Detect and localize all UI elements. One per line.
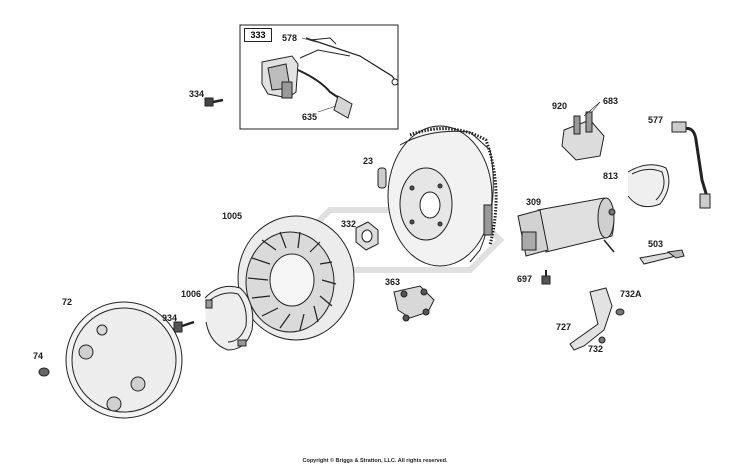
leader-635 <box>317 105 337 113</box>
label-727: 727 <box>556 322 572 332</box>
nut-732 <box>598 336 606 344</box>
flywheel-nut <box>355 221 379 251</box>
label-920: 920 <box>552 101 568 111</box>
label-309: 309 <box>526 197 542 207</box>
label-72: 72 <box>62 297 73 307</box>
label-1006: 1006 <box>181 289 202 299</box>
screw-697 <box>541 270 551 285</box>
fan-retainer <box>393 285 435 322</box>
starter-cable <box>671 121 711 209</box>
copyright-notice: Copyright © Briggs & Stratton, LLC. All … <box>302 458 448 464</box>
label-683: 683 <box>603 96 619 106</box>
ground-lead-wire <box>305 37 399 86</box>
label-934: 934 <box>162 313 178 323</box>
bracket-503 <box>639 249 685 265</box>
label-503: 503 <box>648 239 664 249</box>
label-23: 23 <box>363 156 374 166</box>
screw-74 <box>38 367 50 377</box>
label-577: 577 <box>648 115 664 125</box>
bracket-727 <box>569 287 613 351</box>
label-697: 697 <box>517 274 533 284</box>
label-74: 74 <box>33 351 44 361</box>
flywheel-cover <box>65 301 183 419</box>
nut-732a <box>615 308 625 316</box>
label-635: 635 <box>302 112 318 122</box>
label-813: 813 <box>603 171 619 181</box>
kit-333-box <box>239 24 399 130</box>
label-334: 334 <box>189 89 205 99</box>
label-578: 578 <box>282 33 298 43</box>
label-332: 332 <box>341 219 357 229</box>
rotating-screen-clip <box>204 285 254 351</box>
screw-334 <box>204 97 224 107</box>
label-732: 732 <box>588 344 604 354</box>
hose-clamp <box>627 164 670 208</box>
label-363: 363 <box>385 277 401 287</box>
screw-934 <box>173 320 195 333</box>
starter-motor <box>517 197 616 257</box>
starter-solenoid <box>561 111 605 161</box>
blower-fan <box>237 215 355 341</box>
ignition-coil <box>261 49 353 119</box>
label-1005: 1005 <box>222 211 243 221</box>
flywheel <box>377 125 498 267</box>
label-333: 333 <box>244 28 272 42</box>
leader-578 <box>301 37 317 43</box>
leader-683b <box>591 101 601 113</box>
label-732a: 732A <box>620 289 642 299</box>
leader-683a <box>583 101 601 117</box>
